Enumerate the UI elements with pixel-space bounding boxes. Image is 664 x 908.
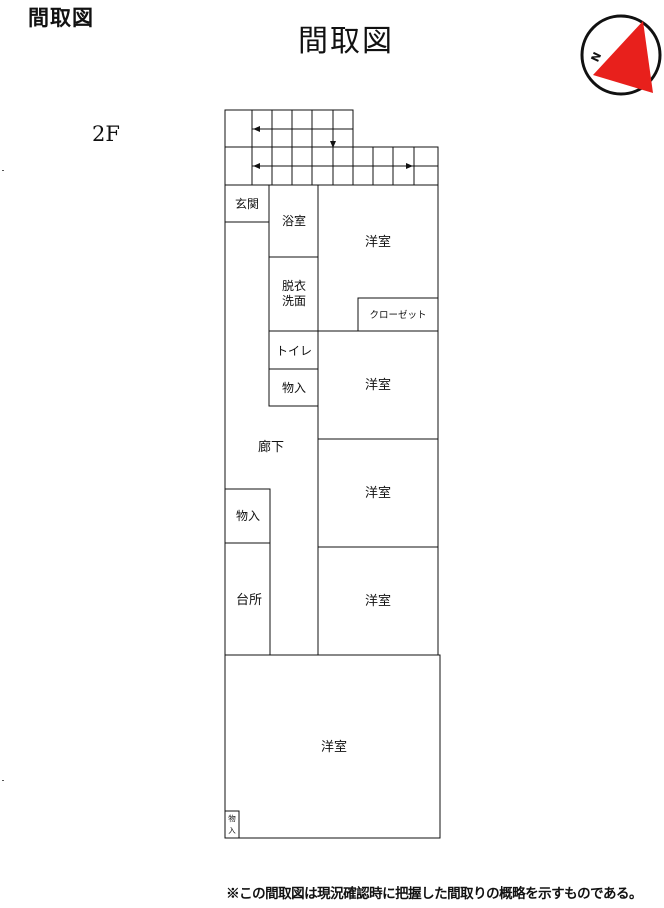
- room-youshitsu-4: [317, 546, 439, 656]
- room-label-toilet: トイレ: [276, 344, 312, 358]
- scan-speck: [2, 170, 4, 171]
- room-label-youshitsu-2: 洋室: [365, 377, 391, 393]
- scan-speck: [2, 780, 4, 781]
- room-label-monoire-1: 物入: [282, 381, 306, 395]
- room-label-yokushitsu: 浴室: [282, 213, 306, 228]
- floor-label: 2F: [92, 122, 120, 146]
- room-label-closet: クローゼット: [369, 309, 426, 321]
- stair-block: [224, 109, 439, 186]
- room-label-youshitsu-1: 洋室: [365, 234, 391, 250]
- corner-title: 間取図: [28, 6, 94, 30]
- page-title: 間取図: [298, 24, 394, 59]
- room-label-youshitsu-3: 洋室: [365, 485, 391, 501]
- compass-needle: [593, 21, 653, 93]
- upper-outline: [224, 184, 439, 656]
- room-monoire-3: [224, 810, 240, 839]
- room-label-monoire-3-top: 物: [228, 813, 236, 823]
- room-label-youshitsu-5: 洋室: [321, 739, 347, 755]
- room-label-youshitsu-4: 洋室: [365, 593, 391, 609]
- disclaimer: ※この間取図は現況確認時に把握した間取りの概略を示すものである。: [226, 886, 642, 902]
- room-label-monoire-2: 物入: [236, 509, 260, 523]
- compass-icon: N: [580, 14, 662, 96]
- room-label-monoire-3-bottom: 入: [228, 826, 236, 835]
- room-label-genkan: 玄関: [235, 196, 259, 211]
- room-daidokoro: [224, 542, 271, 656]
- room-label-datsui-1: 脱衣: [282, 278, 306, 293]
- room-label-daidokoro: 台所: [236, 593, 262, 608]
- room-label-rouka: 廊下: [258, 439, 284, 455]
- room-label-datsui-2: 洗面: [282, 294, 306, 308]
